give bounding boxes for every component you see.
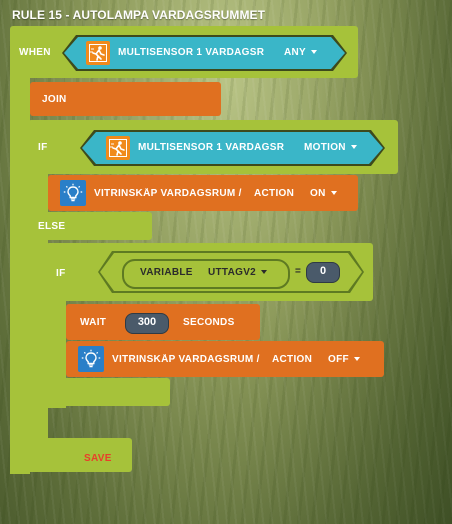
when-event-dropdown[interactable]: ANY (284, 47, 317, 58)
action-off-dropdown[interactable]: OFF (328, 354, 360, 365)
inner-condition-block[interactable]: VARIABLE UTTAGV2 = 0 (100, 253, 362, 291)
variable-dropdown[interactable]: UTTAGV2 (208, 267, 267, 278)
wait-value-input[interactable]: 300 (125, 313, 169, 334)
motion-sensor-icon (106, 136, 130, 160)
inner-if-footer (46, 378, 170, 406)
action-on-dropdown[interactable]: ON (310, 188, 337, 199)
action-on-block[interactable]: VITRINSKÅP VARDAGSRUM / ACTION ON (48, 175, 358, 211)
variable-selector[interactable] (122, 259, 290, 289)
chevron-down-icon (353, 357, 360, 362)
lightbulb-icon (78, 346, 104, 372)
action-on-device-name: VITRINSKÅP VARDAGSRUM / (94, 188, 242, 199)
chevron-down-icon (311, 50, 317, 54)
if-device-name: MULTISENSOR 1 VARDAGSR (138, 142, 285, 153)
rule-title: RULE 15 - AUTOLAMPA VARDAGSRUMMET (12, 8, 266, 22)
rule-container-left-rail (10, 74, 30, 474)
if-label: IF (38, 142, 48, 153)
wait-block[interactable]: WAIT 300 SECONDS (66, 304, 260, 340)
compare-value-input[interactable]: 0 (306, 262, 340, 283)
wait-label: WAIT (80, 317, 107, 328)
if-state-value: MOTION (304, 142, 346, 153)
variable-label: VARIABLE (140, 267, 193, 278)
save-button[interactable]: SAVE (84, 448, 132, 464)
action-off-device-name: VITRINSKÅP VARDAGSRUM / (112, 354, 260, 365)
if-container-left-rail (28, 170, 48, 440)
if-device-block[interactable]: MULTISENSOR 1 VARDAGSR MOTION (82, 132, 383, 164)
join-label: JOIN (42, 94, 67, 105)
chevron-down-icon (261, 270, 267, 274)
action-off-block[interactable]: VITRINSKÅP VARDAGSRUM / ACTION OFF (66, 341, 384, 377)
save-label: SAVE (84, 453, 112, 464)
chevron-down-icon (351, 145, 357, 149)
inner-if-label: IF (56, 268, 66, 279)
chevron-down-icon (330, 191, 337, 196)
variable-name: UTTAGV2 (208, 267, 257, 278)
join-block[interactable]: JOIN (30, 82, 221, 116)
operator-label: = (295, 266, 302, 277)
motion-sensor-icon (86, 41, 110, 65)
when-device-name: MULTISENSOR 1 VARDAGSR (118, 47, 265, 58)
when-device-block[interactable]: MULTISENSOR 1 VARDAGSR ANY (64, 37, 345, 69)
else-band (28, 212, 152, 240)
if-state-dropdown[interactable]: MOTION (304, 142, 357, 153)
action-off-label: ACTION (272, 354, 313, 365)
else-label: ELSE (38, 221, 66, 232)
when-label: WHEN (19, 47, 51, 58)
wait-unit-label: SECONDS (183, 317, 235, 328)
action-on-label: ACTION (254, 188, 295, 199)
when-event-value: ANY (284, 47, 307, 58)
action-off-value: OFF (328, 354, 349, 365)
rule-container-footer (10, 438, 132, 472)
action-on-value: ON (310, 188, 326, 199)
lightbulb-icon (60, 180, 86, 206)
